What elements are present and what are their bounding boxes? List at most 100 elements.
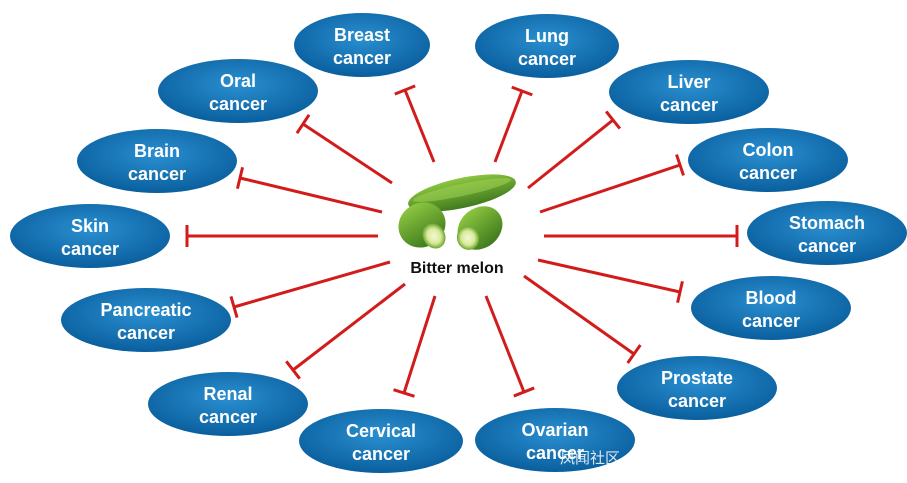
- bubble-shape-lung: [475, 14, 619, 78]
- bubble-shape-skin: [10, 204, 170, 268]
- inhibition-bar-pancreatic: [229, 296, 239, 318]
- inhibition-bar-prostate: [626, 344, 642, 364]
- bubble-blood: Blood cancer: [691, 276, 851, 340]
- bubble-label-line2-breast: cancer: [333, 48, 391, 68]
- inhibition-line-ovarian: [484, 295, 535, 398]
- bubble-label-line2-cervical: cancer: [352, 444, 410, 464]
- inhibition-shaft-oral: [302, 122, 393, 185]
- inhibition-bar-breast: [394, 84, 416, 96]
- bubble-shape-prostate: [617, 356, 777, 420]
- inhibition-lines: [185, 84, 739, 398]
- bubble-shape-brain: [77, 129, 237, 193]
- bubble-label-line2-ovarian: cancer: [526, 443, 584, 463]
- bubble-label-line1-brain: Brain: [134, 141, 180, 161]
- inhibition-shaft-brain: [239, 176, 383, 214]
- bubble-skin: Skin cancer: [10, 204, 170, 268]
- bubble-label-line2-lung: cancer: [518, 49, 576, 69]
- inhibition-line-liver: [527, 110, 622, 190]
- bubble-liver: Liver cancer: [609, 60, 769, 124]
- bubble-shape-stomach: [747, 201, 907, 265]
- inhibition-line-stomach: [544, 225, 739, 247]
- inhibition-bar-blood: [676, 280, 684, 304]
- inhibition-line-prostate: [523, 274, 642, 364]
- bubble-brain: Brain cancer: [77, 129, 237, 193]
- inhibition-bar-lung: [511, 85, 533, 97]
- bubble-label-line1-renal: Renal: [203, 384, 252, 404]
- inhibition-line-cervical: [393, 295, 437, 398]
- bubble-oral: Oral cancer: [158, 59, 318, 123]
- bubble-label-line1-breast: Breast: [334, 25, 390, 45]
- inhibition-shaft-lung: [493, 90, 524, 163]
- inhibition-line-lung: [493, 85, 533, 163]
- bitter-melon-image: [398, 174, 516, 250]
- bubble-shape-breast: [294, 13, 430, 77]
- bubble-lung: Lung cancer: [475, 14, 619, 78]
- bubble-label-line2-pancreatic: cancer: [117, 323, 175, 343]
- bubble-label-line1-stomach: Stomach: [789, 213, 865, 233]
- bubble-ovarian: Ovarian cancer: [475, 408, 635, 472]
- bubble-label-line1-lung: Lung: [525, 26, 569, 46]
- bubble-shape-renal: [148, 372, 308, 436]
- bubble-label-line1-oral: Oral: [220, 71, 256, 91]
- bubble-shape-cervical: [299, 409, 463, 473]
- inhibition-line-colon: [539, 154, 685, 214]
- bubble-pancreatic: Pancreatic cancer: [61, 288, 231, 352]
- inhibition-shaft-prostate: [523, 274, 635, 356]
- inhibition-shaft-blood: [537, 258, 681, 294]
- bubble-label-line1-blood: Blood: [746, 288, 797, 308]
- inhibition-bar-cervical: [393, 388, 415, 398]
- inhibition-line-renal: [285, 282, 406, 380]
- bubble-label-line1-prostate: Prostate: [661, 368, 733, 388]
- bubble-colon: Colon cancer: [688, 128, 848, 192]
- inhibition-shaft-liver: [527, 118, 614, 190]
- inhibition-bar-ovarian: [513, 386, 535, 398]
- inhibition-line-oral: [295, 114, 393, 185]
- inhibition-bar-colon: [675, 154, 685, 176]
- bubble-label-line1-ovarian: Ovarian: [521, 420, 588, 440]
- bubble-label-line2-skin: cancer: [61, 239, 119, 259]
- inhibition-shaft-ovarian: [484, 295, 526, 393]
- bubble-label-line2-renal: cancer: [199, 407, 257, 427]
- bubble-shape-ovarian: [475, 408, 635, 472]
- bubble-shape-oral: [158, 59, 318, 123]
- bubble-prostate: Prostate cancer: [617, 356, 777, 420]
- bubble-label-line2-oral: cancer: [209, 94, 267, 114]
- bubble-label-line2-stomach: cancer: [798, 236, 856, 256]
- bubble-shape-liver: [609, 60, 769, 124]
- bubble-stomach: Stomach cancer: [747, 201, 907, 265]
- bubble-label-line2-colon: cancer: [739, 163, 797, 183]
- bubble-label-line1-colon: Colon: [743, 140, 794, 160]
- bubble-renal: Renal cancer: [148, 372, 308, 436]
- bubble-shape-blood: [691, 276, 851, 340]
- inhibition-bar-renal: [285, 360, 301, 380]
- inhibition-shaft-breast: [403, 89, 436, 163]
- inhibition-line-breast: [394, 84, 436, 163]
- cancer-bubbles: BreastcancerLungcancerLivercancerColonca…: [10, 13, 907, 473]
- watermark: 凤闻社区: [560, 449, 620, 467]
- inhibition-bar-oral: [295, 114, 311, 134]
- bubble-label-line1-pancreatic: Pancreatic: [100, 300, 191, 320]
- bubble-shape-colon: [688, 128, 848, 192]
- inhibition-bar-brain: [235, 166, 245, 190]
- inhibition-line-pancreatic: [229, 260, 391, 318]
- inhibition-shaft-renal: [292, 282, 406, 372]
- inhibition-shaft-colon: [539, 163, 681, 214]
- bubble-label-line2-liver: cancer: [660, 95, 718, 115]
- bubble-label-line2-blood: cancer: [742, 311, 800, 331]
- inhibition-bar-liver: [604, 110, 622, 130]
- inhibition-shaft-pancreatic: [233, 260, 391, 309]
- bubble-label-line2-prostate: cancer: [668, 391, 726, 411]
- inhibition-line-blood: [537, 258, 684, 304]
- bubble-label-line2-brain: cancer: [128, 164, 186, 184]
- inhibition-line-skin: [185, 225, 378, 247]
- inhibition-shaft-cervical: [402, 295, 437, 394]
- bubble-breast: Breast cancer: [294, 13, 430, 77]
- center-label: Bitter melon: [410, 260, 503, 277]
- bubble-label-line1-liver: Liver: [667, 72, 710, 92]
- inhibition-line-brain: [235, 166, 383, 214]
- bubble-shape-pancreatic: [61, 288, 231, 352]
- bubble-label-line1-skin: Skin: [71, 216, 109, 236]
